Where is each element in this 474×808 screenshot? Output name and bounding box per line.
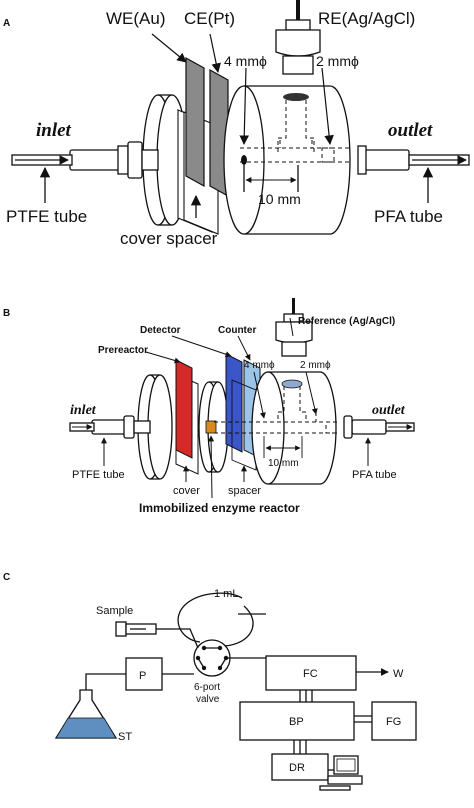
sample-loop — [177, 592, 254, 647]
st-liquid — [55, 717, 117, 739]
prereactor-plate — [175, 359, 193, 459]
cover-label-b: cover — [173, 485, 200, 497]
fg-box — [371, 701, 417, 741]
st-flask — [54, 689, 118, 739]
counter-arrow — [237, 335, 251, 361]
outlet-label: outlet — [388, 120, 433, 141]
inlet-tube-b — [69, 415, 151, 439]
dim4-arrow-b — [253, 371, 266, 419]
detector-arrow — [171, 335, 232, 358]
pump-label: P — [139, 670, 146, 682]
reference-electrode-b — [275, 298, 313, 357]
waste-label: W — [393, 668, 404, 680]
dim-10mm-label-b: 10 mm — [268, 458, 299, 469]
fc-bp-lines — [299, 690, 313, 702]
bp-dr-lines — [293, 740, 307, 754]
enzyme-reactor-label: Immobilized enzyme reactor — [139, 501, 300, 515]
cylinder-body-a — [223, 85, 351, 235]
panel-a: A — [3, 0, 470, 248]
ptfe-label: PTFE tube — [6, 207, 87, 226]
enzyme-arrow — [208, 435, 215, 499]
st-to-pump-line — [85, 673, 126, 690]
pfa-label-b: PFA tube — [352, 469, 397, 481]
we-arrow — [151, 33, 187, 63]
bp-label: BP — [289, 716, 304, 728]
panel-b: B — [3, 298, 415, 515]
panel-b-letter: B — [3, 308, 10, 319]
valve-label-1: 6-port — [194, 682, 220, 693]
panel-c: C — [3, 572, 417, 791]
st-label: ST — [118, 731, 132, 743]
dim-10mm-label: 10 mm — [258, 191, 301, 207]
dimension-10mm-a — [243, 165, 299, 192]
detector-label: Detector — [140, 325, 181, 336]
dr-label: DR — [289, 762, 305, 774]
dim-4mm-label-b: 4 mmϕ — [244, 360, 275, 371]
outlet-label-b: outlet — [372, 403, 406, 418]
dim-4mm-label: 4 mmϕ — [224, 53, 267, 69]
reference-disk-b — [281, 379, 303, 389]
loop-label: 1 mL — [214, 588, 238, 600]
inlet-tube-a — [11, 141, 159, 179]
fc-box — [265, 655, 357, 691]
dim-2mm-label-b: 2 mmϕ — [300, 360, 331, 371]
sample-label: Sample — [96, 605, 133, 617]
six-port-valve — [193, 639, 231, 677]
dim2-arrow — [321, 67, 334, 145]
ptfe-label-b: PTFE tube — [72, 469, 125, 481]
reference-electrode-a — [275, 0, 321, 75]
ce-arrow — [209, 33, 221, 73]
re-label: RE(Ag/AgCl) — [318, 9, 415, 28]
reference-label: Reference (Ag/AgCl) — [298, 316, 395, 327]
spacer-label-b: spacer — [228, 485, 261, 497]
inlet-label: inlet — [36, 120, 72, 141]
counter-label: Counter — [218, 325, 256, 336]
dim4-arrow — [239, 67, 250, 145]
inlet-label-b: inlet — [70, 403, 97, 418]
fc-label: FC — [303, 668, 318, 680]
bp-box — [239, 701, 355, 741]
pfa-label: PFA tube — [374, 207, 443, 226]
cover-spacer-label: cover spacer — [120, 229, 218, 248]
valve-label-2: valve — [196, 694, 220, 705]
prereactor-arrow — [145, 351, 181, 364]
ce-label: CE(Pt) — [184, 9, 235, 28]
panel-a-letter: A — [3, 18, 10, 29]
prereactor-label: Prereactor — [98, 345, 148, 356]
dimension-10mm-b — [263, 436, 303, 458]
dr-box — [271, 753, 329, 781]
outlet-tube-a — [357, 145, 470, 175]
reference-arrow — [289, 317, 294, 337]
dim2-arrow-b — [305, 371, 318, 415]
dim-2mm-label: 2 mmϕ — [316, 53, 359, 69]
enzyme-disk-b — [198, 381, 229, 473]
detector-plate — [225, 353, 243, 453]
outlet-tube-b — [343, 415, 415, 439]
we-plate — [185, 56, 205, 188]
bp-fg-lines — [354, 715, 372, 723]
panel-c-letter: C — [3, 572, 10, 583]
pump-box — [125, 657, 163, 691]
computer-icon — [319, 755, 363, 791]
fg-label: FG — [386, 716, 401, 728]
we-label: WE(Au) — [106, 9, 166, 28]
sample-syringe — [115, 621, 199, 649]
pump-valve-line — [162, 657, 266, 675]
